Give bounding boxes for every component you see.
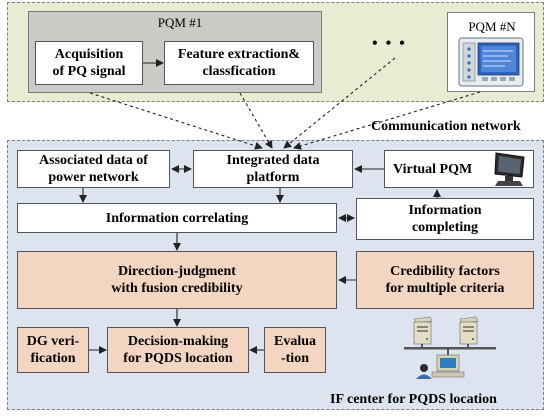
monitor-icon xyxy=(494,152,525,186)
credibility-factors-box: Credibility factors for multiple criteri… xyxy=(356,251,534,309)
server-network-icon xyxy=(404,316,496,379)
integrated-platform-box: Integrated data platform xyxy=(193,150,353,188)
if-center-label: IF center for PQDS location xyxy=(330,392,497,407)
feature-extraction-box: Feature extraction& classfication xyxy=(164,41,314,85)
workstation-icon xyxy=(431,354,465,378)
acquisition-box: Acquisition of PQ signal xyxy=(35,41,143,85)
info-correlating-box: Information correlating xyxy=(17,203,337,233)
dg-verification-box: DG veri- fication xyxy=(17,327,89,373)
user-icon xyxy=(416,364,432,379)
pqmn-title: PQM #N xyxy=(468,19,516,34)
server-icon-2 xyxy=(459,316,479,345)
communication-network-label: Communication network xyxy=(371,119,521,134)
dashed-pqm1-a xyxy=(89,92,263,150)
pqm1-title: PQM #1 xyxy=(157,15,203,30)
virtual-pqm-label: Virtual PQM xyxy=(393,161,473,177)
evaluation-box: Evalua -tion xyxy=(264,327,326,373)
dashed-pqm1-b xyxy=(239,92,273,149)
pqm-device-icon xyxy=(458,37,524,87)
decision-making-box: Decision-making for PQDS location xyxy=(107,327,249,373)
info-completing-box: Information completing xyxy=(356,198,534,240)
direction-judgment-box: Direction-judgment with fusion credibili… xyxy=(17,251,337,309)
associated-data-box: Associated data of power network xyxy=(17,150,170,188)
dashed-pqmn xyxy=(293,91,481,150)
ellipsis-more-pqms: • • • xyxy=(372,35,407,52)
